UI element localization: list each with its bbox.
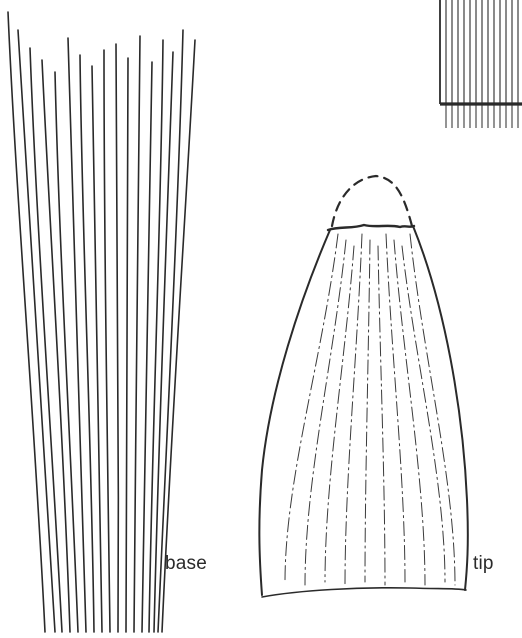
tip-vein	[285, 234, 338, 582]
tip-label: tip	[473, 554, 494, 573]
base-strand	[126, 58, 128, 632]
base-strand	[92, 66, 102, 632]
tip-veins	[285, 234, 455, 585]
tip-outline-right	[413, 226, 468, 590]
base-strand	[134, 36, 140, 632]
tip-outline-left	[259, 230, 330, 595]
base-strand	[104, 50, 110, 632]
tip-vein	[410, 234, 455, 585]
corner-fragment	[437, 0, 522, 128]
tip-vein	[365, 240, 370, 582]
tip-vein	[345, 234, 362, 585]
tip-vein	[386, 234, 405, 582]
tip-vein	[305, 240, 346, 585]
tip-cut-edge	[328, 225, 414, 230]
base-strand	[162, 40, 195, 632]
base-strand	[18, 30, 55, 632]
tip-bottom-edge	[262, 588, 466, 597]
base-strand	[116, 44, 118, 632]
base-strand	[80, 55, 94, 632]
base-drawing	[8, 12, 195, 632]
tip-vein	[378, 246, 385, 585]
tip-drawing	[259, 176, 467, 597]
base-strand	[68, 38, 86, 632]
tip-dashed-apex	[332, 176, 412, 226]
tip-vein	[394, 240, 425, 585]
base-label: base	[165, 554, 207, 573]
base-strand	[8, 12, 45, 632]
